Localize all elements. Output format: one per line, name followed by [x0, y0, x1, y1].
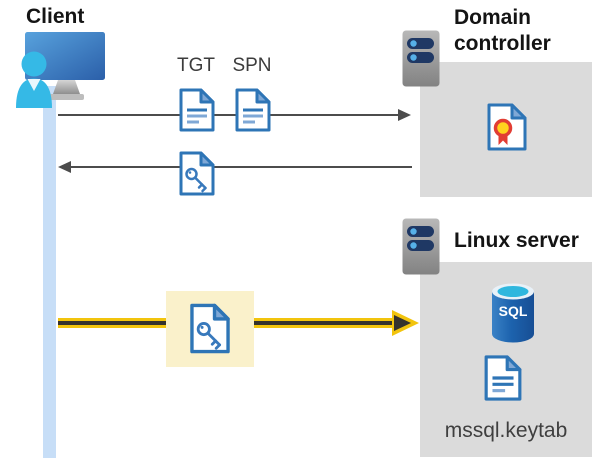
- linux-server-title: Linux server: [454, 229, 579, 252]
- arrow-ticket-request-line: [58, 114, 399, 116]
- certificate-icon: [487, 103, 527, 151]
- keytab-label: mssql.keytab: [444, 419, 568, 442]
- spn-document-icon: [235, 88, 271, 132]
- ticket-key-document-icon: [179, 151, 215, 196]
- sql-database-icon: SQL: [492, 283, 534, 343]
- tgt-label: TGT: [177, 55, 215, 76]
- client-label: Client: [26, 5, 85, 28]
- linux-server-icon: [402, 218, 440, 275]
- domain-controller-server-icon: [402, 30, 440, 87]
- domain-controller-title: Domain controller: [454, 6, 551, 55]
- client-monitor-user-icon: [16, 32, 105, 108]
- keytab-document-icon: [484, 355, 522, 401]
- tgt-document-icon: [179, 88, 215, 132]
- arrow-sql-connection-head: [394, 315, 411, 331]
- arrow-ticket-response-head: [58, 161, 71, 173]
- sql-badge-text: SQL: [499, 303, 528, 319]
- arrow-ticket-request-head: [398, 109, 411, 121]
- connection-key-document-icon: [190, 303, 230, 354]
- arrow-ticket-response-line: [70, 166, 412, 168]
- spn-label: SPN: [232, 55, 272, 76]
- client-timeline: [43, 86, 56, 458]
